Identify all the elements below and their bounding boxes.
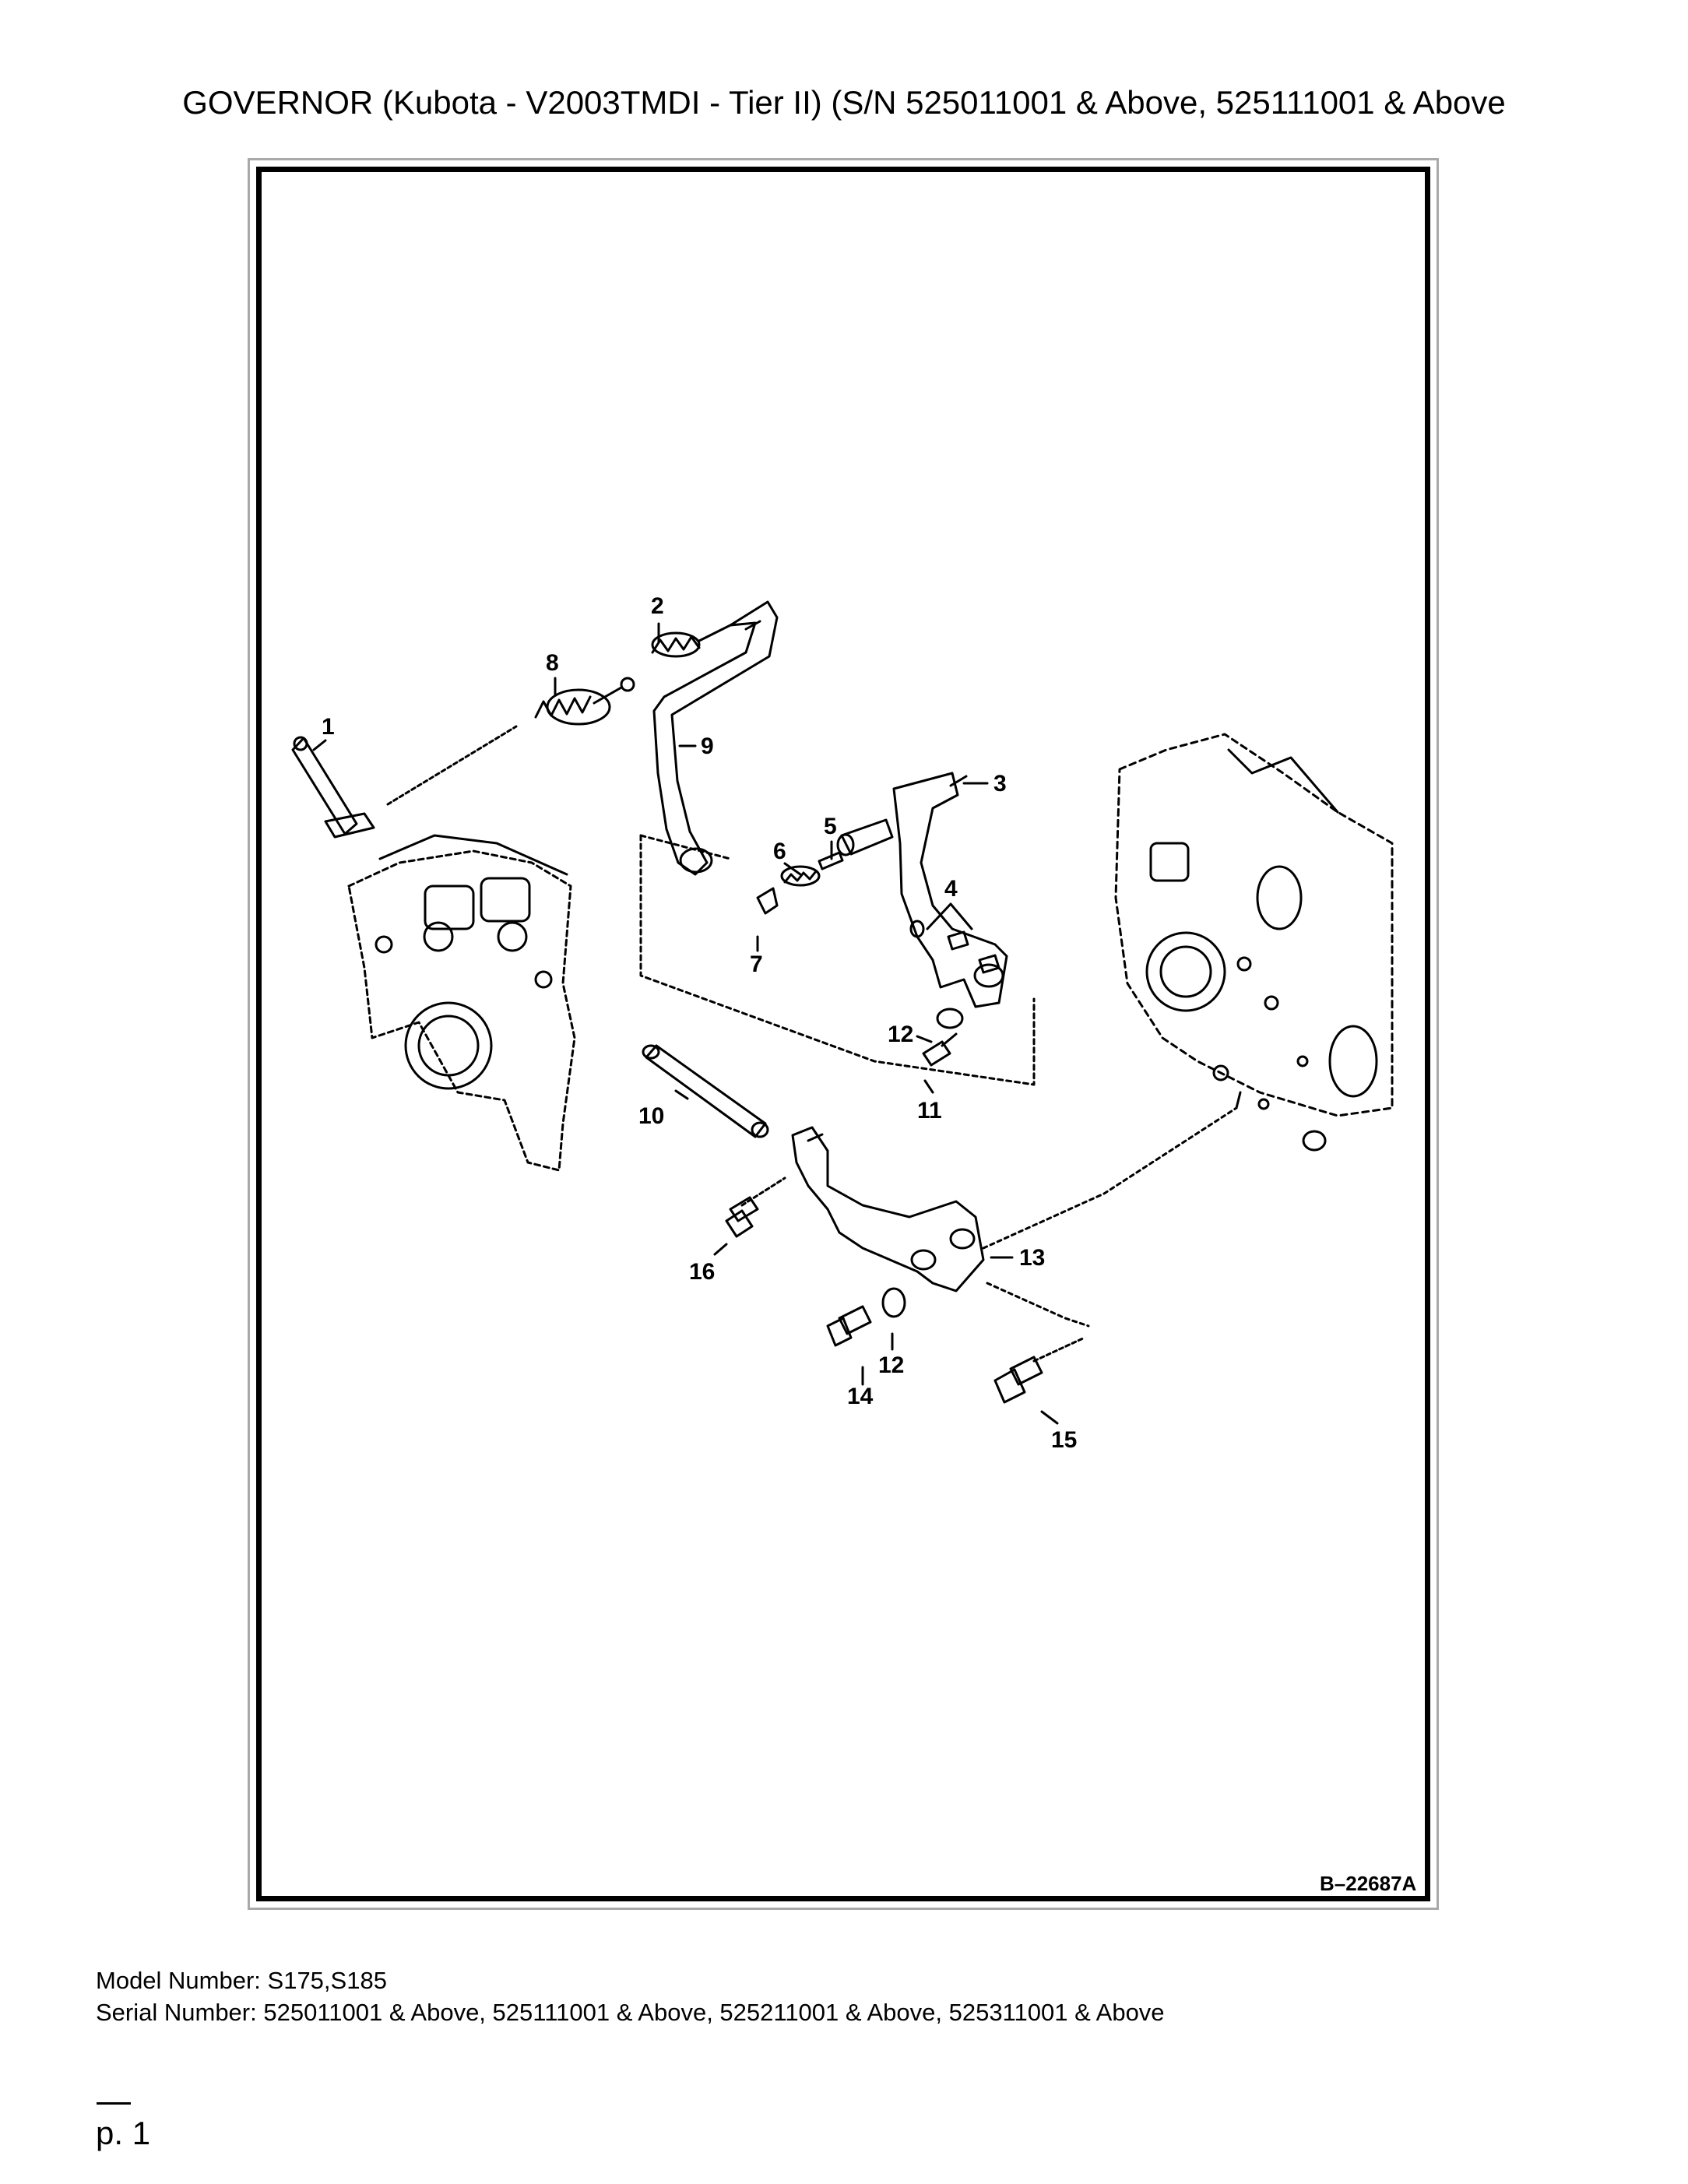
plunger-part-7 (756, 887, 779, 915)
washer-part-12-upper (936, 1008, 964, 1029)
callout-10: 10 (638, 1103, 664, 1129)
callout-leaders (312, 622, 1059, 1425)
bolt-part-14 (826, 1305, 872, 1347)
bracket-part-13 (791, 1126, 985, 1292)
callout-14: 14 (847, 1384, 874, 1409)
pin-part-4 (947, 930, 1000, 974)
footer-info: Model Number: S175,S185 Serial Number: 5… (96, 1964, 1165, 2028)
callout-1: 1 (322, 714, 335, 740)
page-number: p. 1 (96, 2115, 151, 2151)
callout-2: 2 (651, 593, 664, 619)
bolt-part-16 (725, 1176, 786, 1238)
gear-case-housing (347, 834, 576, 1172)
fork-lever-part-3 (836, 772, 1008, 1008)
callout-12-lower: 12 (878, 1352, 904, 1378)
spring-part-8 (534, 677, 635, 726)
model-number: Model Number: S175,S185 (96, 1967, 387, 1994)
callout-6: 6 (773, 839, 786, 864)
governor-exploded-diagram: 1 2 3 4 5 6 7 8 9 10 11 12 13 14 12 15 1… (291, 593, 1417, 1895)
engine-block (1114, 733, 1394, 1152)
callout-9: 9 (701, 733, 714, 759)
figure-id: B–22687A (1320, 1872, 1417, 1895)
control-shaft-part-1 (291, 736, 375, 839)
bolt-part-11 (922, 1032, 958, 1067)
callout-5: 5 (824, 814, 837, 839)
governor-lever-part-9 (652, 600, 779, 876)
callout-8: 8 (546, 650, 559, 676)
spring-part-2 (651, 624, 732, 658)
diagram-frame-inner (256, 167, 1430, 1901)
callout-7: 7 (750, 951, 763, 977)
callout-4: 4 (944, 876, 958, 902)
page-rule (97, 2102, 131, 2105)
callout-13: 13 (1019, 1245, 1045, 1271)
bolt-part-15 (993, 1336, 1086, 1404)
page-title: GOVERNOR (Kubota - V2003TMDI - Tier II) … (182, 84, 1506, 121)
spring-part-6 (780, 865, 821, 887)
callout-15: 15 (1051, 1427, 1077, 1453)
washer-part-12-lower (881, 1287, 906, 1318)
shaft-part-10 (642, 1044, 769, 1138)
serial-number: Serial Number: 525011001 & Above, 525111… (96, 1999, 1165, 2026)
callout-12-upper: 12 (888, 1022, 913, 1047)
diagram-frame (248, 158, 1439, 1910)
callout-3: 3 (993, 771, 1007, 797)
callout-11: 11 (917, 1098, 942, 1124)
callout-16: 16 (689, 1259, 715, 1285)
